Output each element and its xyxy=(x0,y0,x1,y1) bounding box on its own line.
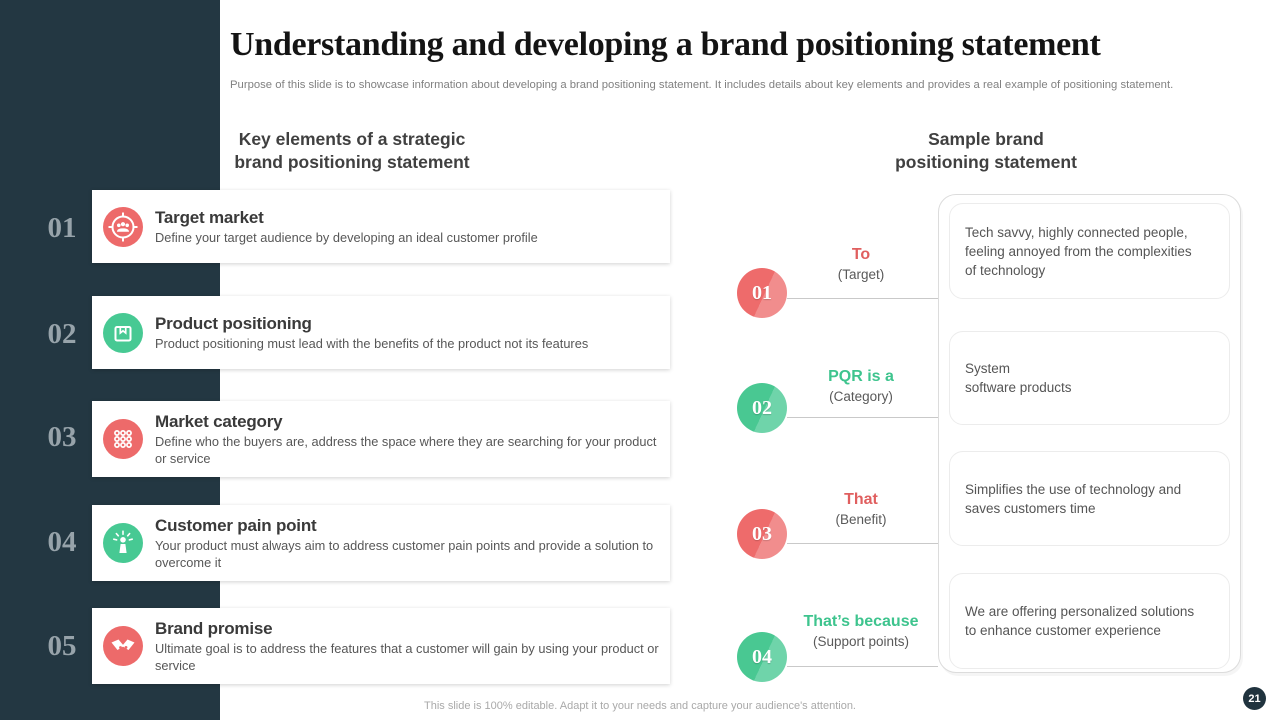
package-icon xyxy=(103,312,143,353)
key-element-card-market-category: Market category Define who the buyers ar… xyxy=(92,401,670,477)
step-number-label: 04 xyxy=(47,526,77,558)
key-element-description: Define who the buyers are, address the s… xyxy=(155,434,657,466)
flow-keyword: PQR is a xyxy=(828,368,894,385)
key-element-card-customer-pain-point: Customer pain point Your product must al… xyxy=(92,505,670,581)
key-element-title: Target market xyxy=(155,208,264,227)
step-number-label: 03 xyxy=(47,421,77,453)
key-element-card-product-positioning: Product positioning Product positioning … xyxy=(92,296,670,369)
footer-note: This slide is 100% editable. Adapt it to… xyxy=(424,700,856,712)
flow-step-number: 03 xyxy=(737,509,787,559)
statement-text: Tech savvy, highly connected people, fee… xyxy=(965,224,1192,278)
statement-panel: Tech savvy, highly connected people, fee… xyxy=(938,194,1241,673)
page-number-badge: 21 xyxy=(1243,687,1266,710)
flow-qualifier: (Benefit) xyxy=(835,512,887,527)
statement-card-benefit: Simplifies the use of technology and sav… xyxy=(949,451,1230,546)
flow-qualifier: (Category) xyxy=(829,389,893,404)
flow-qualifier: (Support points) xyxy=(812,634,910,649)
slide-title: Understanding and developing a brand pos… xyxy=(230,26,1101,63)
left-heading-line1: Key elements of a strategic xyxy=(238,129,466,149)
slide-subtitle: Purpose of this slide is to showcase inf… xyxy=(230,79,1174,91)
key-element-title: Customer pain point xyxy=(155,516,317,535)
key-element-description: Product positioning must lead with the b… xyxy=(155,336,589,351)
flow-keyword: That xyxy=(844,491,878,508)
connector-line xyxy=(787,666,938,667)
key-element-card-target-market: Target market Define your target audienc… xyxy=(92,190,670,263)
key-element-title: Product positioning xyxy=(155,314,312,333)
key-element-title: Brand promise xyxy=(155,619,273,638)
left-heading-line2: brand positioning statement xyxy=(234,151,470,172)
key-element-card-brand-promise: Brand promise Ultimate goal is to addres… xyxy=(92,608,670,684)
flow-qualifier: (Target) xyxy=(837,267,885,282)
key-element-description: Ultimate goal is to address the features… xyxy=(155,641,659,673)
flow-step-number: 02 xyxy=(737,383,787,433)
right-heading-line2: positioning statement xyxy=(895,151,1077,172)
flow-keyword: To xyxy=(851,246,871,263)
statement-card-target: Tech savvy, highly connected people, fee… xyxy=(949,203,1230,299)
statement-text: System software products xyxy=(965,361,1072,395)
connector-line xyxy=(787,543,938,544)
step-number-label: 01 xyxy=(47,212,77,244)
flow-step-number: 04 xyxy=(737,632,787,682)
right-heading-line1: Sample brand xyxy=(928,129,1044,149)
statement-text: We are offering personalized solutions t… xyxy=(965,604,1195,638)
connector-line xyxy=(787,417,938,418)
flow-keyword: That’s because xyxy=(803,613,919,630)
grid-dots-icon xyxy=(103,419,143,459)
target-audience-icon xyxy=(103,206,143,247)
left-section-heading: Key elements of a strategic brand positi… xyxy=(222,128,482,173)
key-element-description: Define your target audience by developin… xyxy=(155,230,538,245)
step-number-label: 02 xyxy=(47,318,77,350)
statement-card-support-points: We are offering personalized solutions t… xyxy=(949,573,1230,669)
person-idea-icon xyxy=(103,523,143,563)
key-element-description: Your product must always aim to address … xyxy=(155,538,654,570)
statement-card-category: System software products xyxy=(949,331,1230,425)
connector-line xyxy=(787,298,938,299)
right-section-heading: Sample brand positioning statement xyxy=(856,128,1116,173)
handshake-icon xyxy=(103,626,143,666)
step-number-label: 05 xyxy=(47,630,77,662)
key-element-title: Market category xyxy=(155,412,283,431)
flow-step-number: 01 xyxy=(737,268,787,318)
statement-text: Simplifies the use of technology and sav… xyxy=(965,481,1182,516)
